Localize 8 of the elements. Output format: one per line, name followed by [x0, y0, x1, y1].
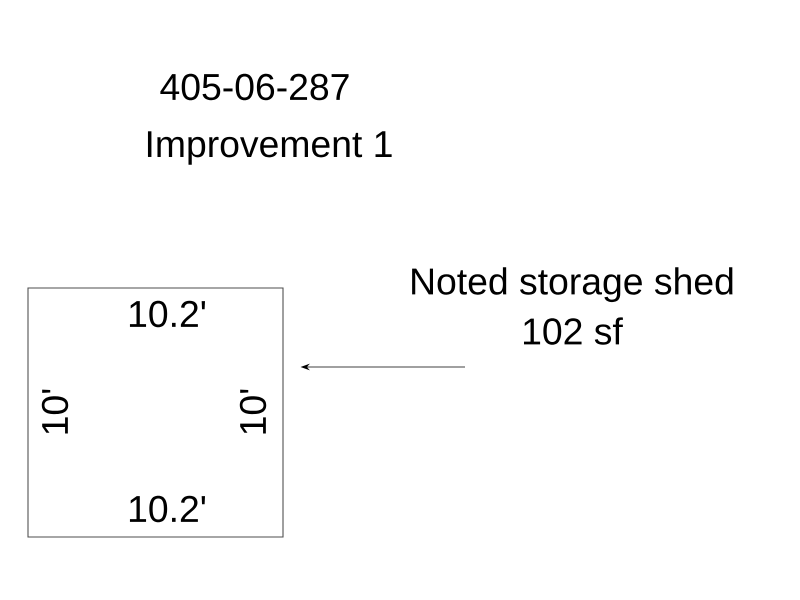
parcel-number: 405-06-287: [160, 74, 349, 100]
dimension-label: 10': [42, 390, 68, 434]
shed-outline: [27, 287, 284, 538]
title: Improvement 1: [148, 131, 392, 165]
note-text: Noted storage shed 102 sf: [412, 267, 732, 345]
dimension-label: 10': [240, 390, 266, 434]
dimension-label: 10.2': [130, 300, 205, 328]
dimension-label: 10.2': [130, 496, 205, 522]
